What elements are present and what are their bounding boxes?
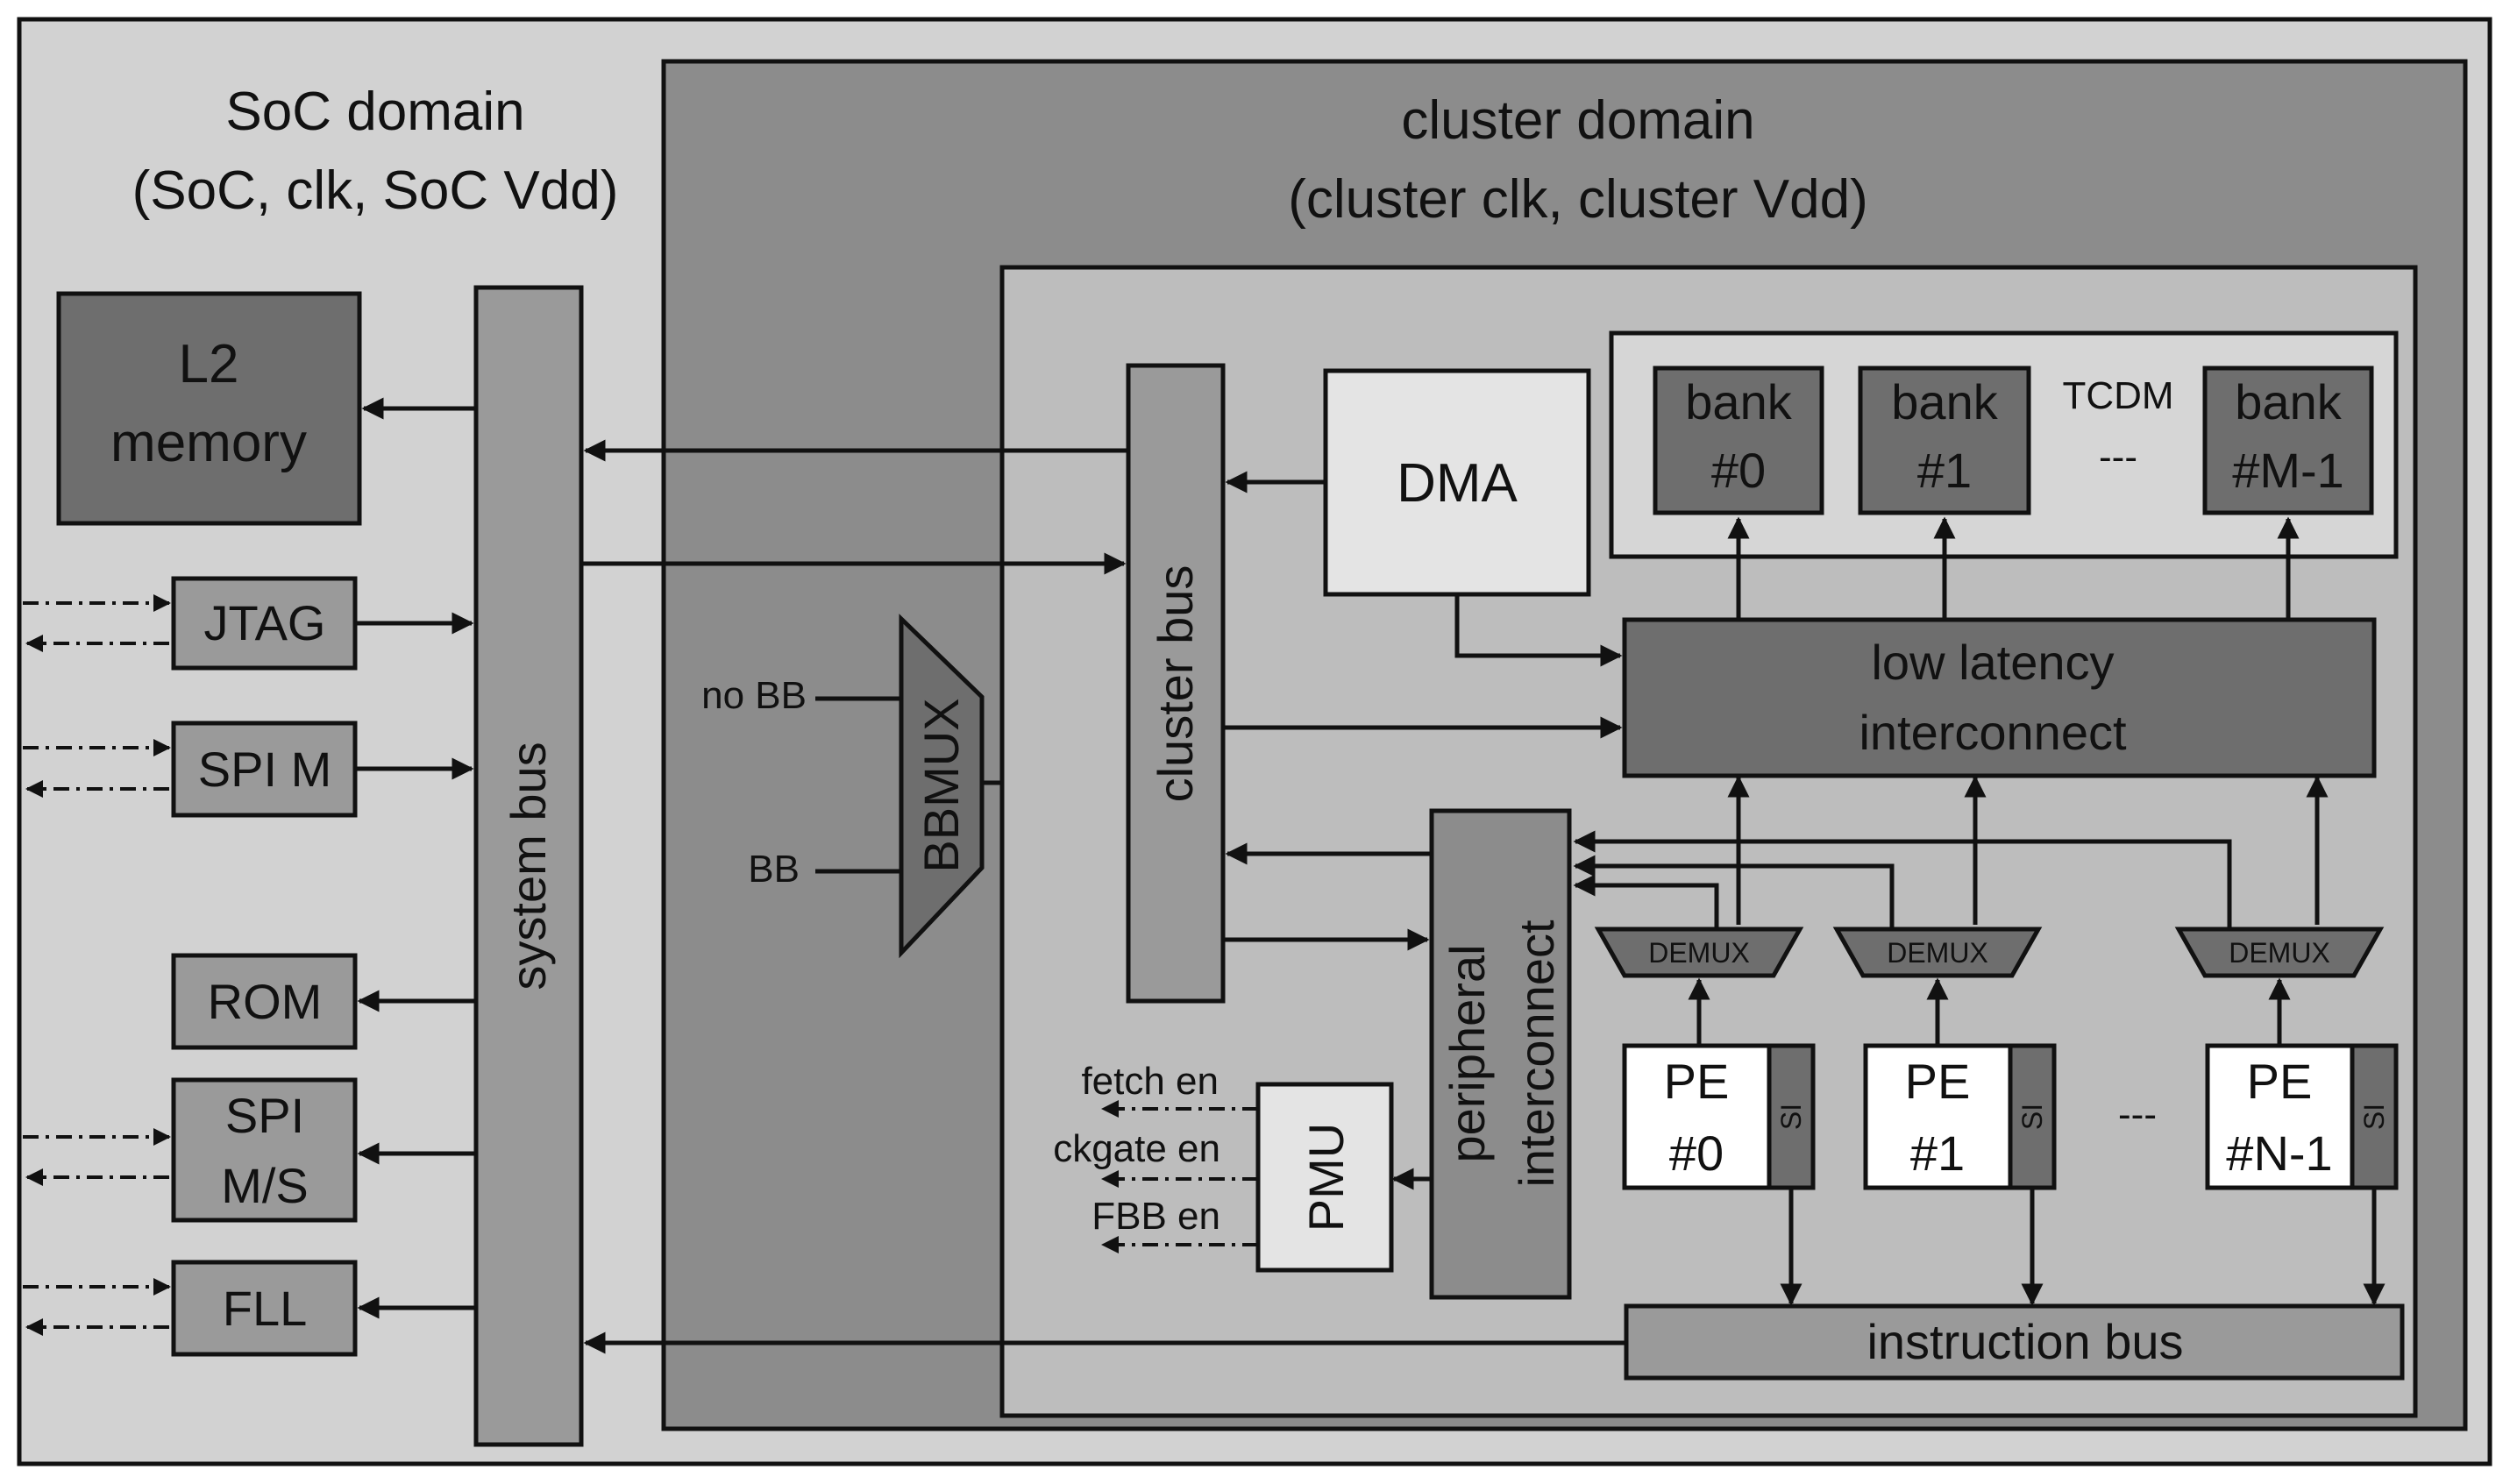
fll-block [171, 1260, 358, 1357]
bank-1-label-line2: #1 [1917, 443, 1972, 498]
pe-0-label-line1: PE [1664, 1054, 1730, 1109]
bank-m1-label-line2: #M-1 [2232, 443, 2344, 498]
bbmux-shape [899, 614, 985, 959]
pmu-signal-arrows [1101, 1100, 1258, 1253]
ckgate-en-label: ckgate en [1053, 1127, 1220, 1170]
dma-block [1323, 368, 1591, 597]
spi-ms-block [171, 1077, 358, 1223]
pe-1-label-line2: #1 [1910, 1125, 1965, 1181]
no-bb-label: no BB [701, 674, 807, 717]
peripheral-interconnect-block [1429, 808, 1572, 1300]
rom-label: ROM [208, 974, 323, 1029]
demux-1 [1832, 927, 2043, 978]
pe-n1-label-line1: PE [2247, 1054, 2313, 1109]
cluster-domain-subtitle: (cluster clk, cluster Vdd) [1288, 169, 1868, 230]
fll-label: FLL [223, 1281, 308, 1336]
bank-1-block [1858, 366, 2031, 515]
jtag-block [171, 576, 358, 671]
spi-ms-label-line2: M/S [221, 1158, 309, 1213]
fetch-en-label: fetch en [1081, 1060, 1219, 1103]
si-n1-block [2350, 1043, 2399, 1190]
pe-0-label-line2: #0 [1669, 1125, 1724, 1181]
si-0-block [1767, 1043, 1816, 1190]
bank-0-block [1653, 366, 1824, 515]
tcdm-label: TCDM [2062, 374, 2173, 417]
pe-1-block [1863, 1043, 2013, 1190]
demux-n1 [2174, 927, 2385, 978]
bbmux-label: BBMUX [914, 698, 969, 872]
si-1-label: SI [2016, 1104, 2048, 1130]
tcdm-dots: --- [2099, 436, 2137, 479]
pe-0-block [1622, 1043, 1772, 1190]
jtag-label: JTAG [204, 595, 326, 650]
fbb-en-label: FBB en [1091, 1195, 1220, 1238]
demux-n1-label: DEMUX [2229, 937, 2330, 969]
connection-arrows [355, 397, 2386, 1354]
peripheral-label-line1: peripheral [1440, 944, 1495, 1162]
bank-0-label-line1: bank [1685, 374, 1792, 430]
l2-label-line1: L2 [179, 334, 239, 394]
pe-n1-label-line2: #N-1 [2226, 1125, 2332, 1181]
low-latency-label-line1: low latency [1871, 635, 2114, 690]
spi-m-block [171, 721, 358, 818]
si-n1-label: SI [2358, 1104, 2390, 1130]
pmu-label: PMU [1298, 1123, 1354, 1232]
demux-1-label: DEMUX [1887, 937, 1988, 969]
spi-ms-label-line1: SPI [225, 1088, 304, 1143]
low-latency-label-line2: interconnect [1859, 705, 2127, 760]
dma-label: DMA [1397, 453, 1518, 514]
l2-memory-block [56, 291, 362, 526]
soc-domain-title: SoC domain [225, 82, 524, 142]
demux-0 [1594, 927, 1804, 978]
bank-1-label-line1: bank [1891, 374, 1998, 430]
rom-block [171, 953, 358, 1050]
pe-dots: --- [2118, 1093, 2157, 1136]
cluster-bus-block [1126, 363, 1226, 1004]
si-1-block [2008, 1043, 2057, 1190]
low-latency-interconnect-block [1622, 617, 2377, 778]
pmu-block [1255, 1082, 1394, 1273]
l2-label-line2: memory [110, 413, 307, 473]
peripheral-label-line2: interconnect [1509, 920, 1564, 1188]
system-bus-block [473, 285, 584, 1447]
instruction-bus-label: instruction bus [1867, 1314, 2183, 1369]
bank-0-label-line2: #0 [1711, 443, 1766, 498]
soc-domain-subtitle: (SoC, clk, SoC Vdd) [132, 160, 619, 221]
spi-m-label: SPI M [198, 742, 331, 797]
system-bus-label: system bus [501, 742, 556, 990]
si-0-label: SI [1775, 1104, 1807, 1130]
bank-m1-label-line1: bank [2235, 374, 2342, 430]
external-io-arrows [23, 594, 171, 1336]
bb-label: BB [748, 848, 800, 891]
bank-m1-block [2202, 366, 2374, 515]
instruction-bus-block [1624, 1303, 2405, 1381]
cluster-domain-title: cluster domain [1401, 90, 1754, 151]
pe-1-label-line1: PE [1905, 1054, 1971, 1109]
pe-n1-block [2205, 1043, 2355, 1190]
cluster-bus-label: cluster bus [1148, 565, 1203, 803]
demux-0-label: DEMUX [1648, 937, 1750, 969]
